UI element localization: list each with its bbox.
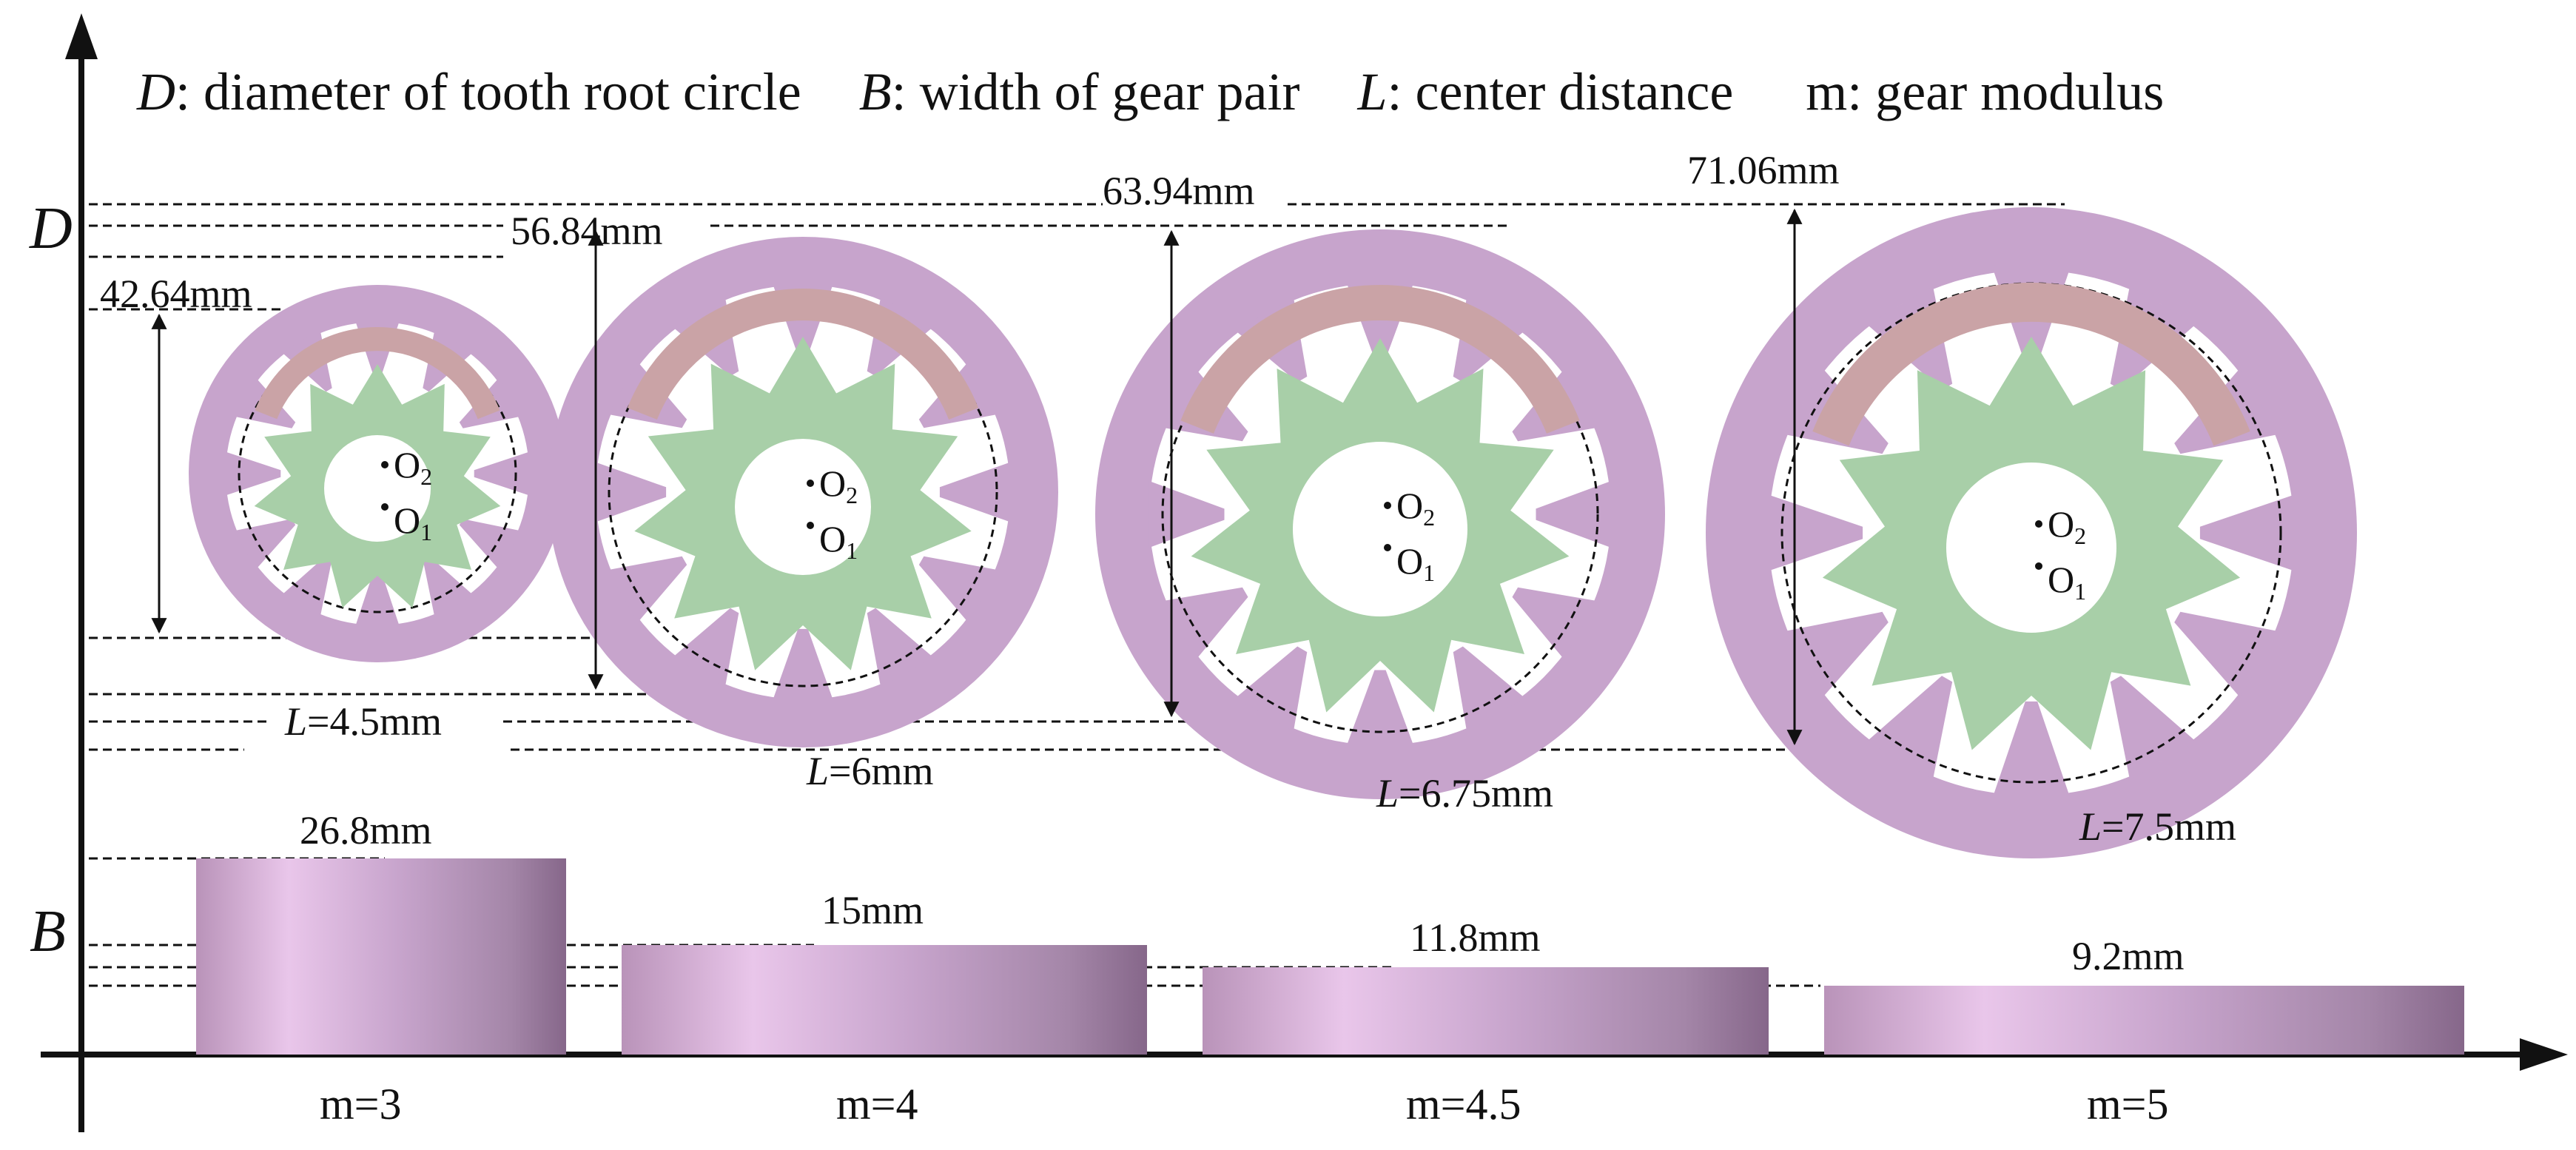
modulus-label-3: m=4.5 (1406, 1080, 1521, 1129)
center-label-o2: O2 (2048, 503, 2086, 549)
center-label-o2: O2 (1396, 485, 1435, 531)
gear-width-slab-4 (1824, 986, 2464, 1055)
crescent-separator (1180, 285, 1580, 434)
y-axis-label-D: D (29, 196, 73, 261)
gear-annotations: 42.64mm L=4.5mm 26.8mm m=3 56.84mm L=6mm… (100, 148, 2236, 1129)
center-point-o2 (1384, 502, 1391, 509)
center-distance-label-3: L=6.75mm (1376, 771, 1553, 816)
modulus-label-1: m=3 (320, 1080, 402, 1129)
center-point-o2 (381, 461, 389, 468)
width-label-2: 15mm (821, 888, 924, 932)
center-label-o1: O1 (394, 500, 432, 545)
width-label-1: 26.8mm (300, 808, 432, 853)
center-label-o1: O1 (2048, 559, 2086, 605)
diameter-label-4: 71.06mm (1687, 148, 1840, 192)
legend-D-symbol: D (136, 62, 175, 121)
modulus-label-2: m=4 (836, 1080, 918, 1129)
gear-drawing-3 (1095, 229, 1665, 799)
center-point-o1 (1384, 544, 1391, 551)
center-point-o1 (2035, 562, 2042, 570)
diameter-label-1: 42.64mm (100, 272, 252, 316)
crescent-separator (627, 288, 979, 420)
diameter-label-2: 56.84mm (511, 209, 663, 253)
width-label-3: 11.8mm (1410, 915, 1541, 960)
center-point-o2 (2035, 520, 2042, 528)
y-axis-label-B: B (30, 899, 66, 964)
gear-drawing-4 (1706, 207, 2357, 858)
legend-B-text: : width of gear pair (892, 62, 1300, 121)
legend-B-symbol: B (859, 62, 892, 121)
center-point-o1 (381, 503, 389, 511)
gear-width-slab-3 (1203, 967, 1769, 1055)
legend: D: diameter of tooth root circle B: widt… (136, 62, 2164, 121)
center-label-o1: O1 (1396, 540, 1435, 586)
center-label-o2: O2 (819, 463, 858, 508)
legend-L-symbol: L (1356, 62, 1387, 121)
tooth-root-circle (238, 334, 517, 613)
crescent-separator (1812, 282, 2250, 446)
gear-width-slab-1 (196, 858, 566, 1055)
pinion-shaft-bore (1293, 442, 1467, 616)
pinion-shaft-bore (1946, 463, 2116, 633)
pinion-shaft-bore (735, 439, 871, 575)
modulus-label-4: m=5 (2087, 1080, 2169, 1129)
center-label-o2: O2 (394, 444, 432, 490)
y-axis-arrowhead (65, 13, 98, 59)
center-distance-label-1: L=4.5mm (284, 699, 442, 744)
tooth-root-circle (608, 297, 998, 687)
center-distance-label-4: L=7.5mm (2079, 804, 2236, 849)
gear-drawing-2 (548, 229, 1058, 747)
crescent-separator (255, 327, 500, 420)
legend-m-text: m: gear modulus (1806, 62, 2164, 121)
center-point-o2 (807, 480, 814, 487)
legend-D-text: : diameter of tooth root circle (175, 62, 801, 121)
legend-L-text: : center distance (1388, 62, 1734, 121)
diameter-guide-lines (89, 203, 2065, 751)
x-axis-arrowhead (2520, 1038, 2568, 1071)
center-point-o1 (807, 522, 814, 529)
width-label-4: 9.2mm (2072, 934, 2185, 978)
center-distance-label-2: L=6mm (806, 749, 934, 793)
gear-drawing-1 (151, 285, 566, 662)
gear-width-slab-2 (622, 945, 1147, 1055)
pinion-shaft-bore (324, 435, 431, 542)
center-label-o1: O1 (819, 518, 858, 564)
diameter-label-3: 63.94mm (1103, 169, 1255, 213)
